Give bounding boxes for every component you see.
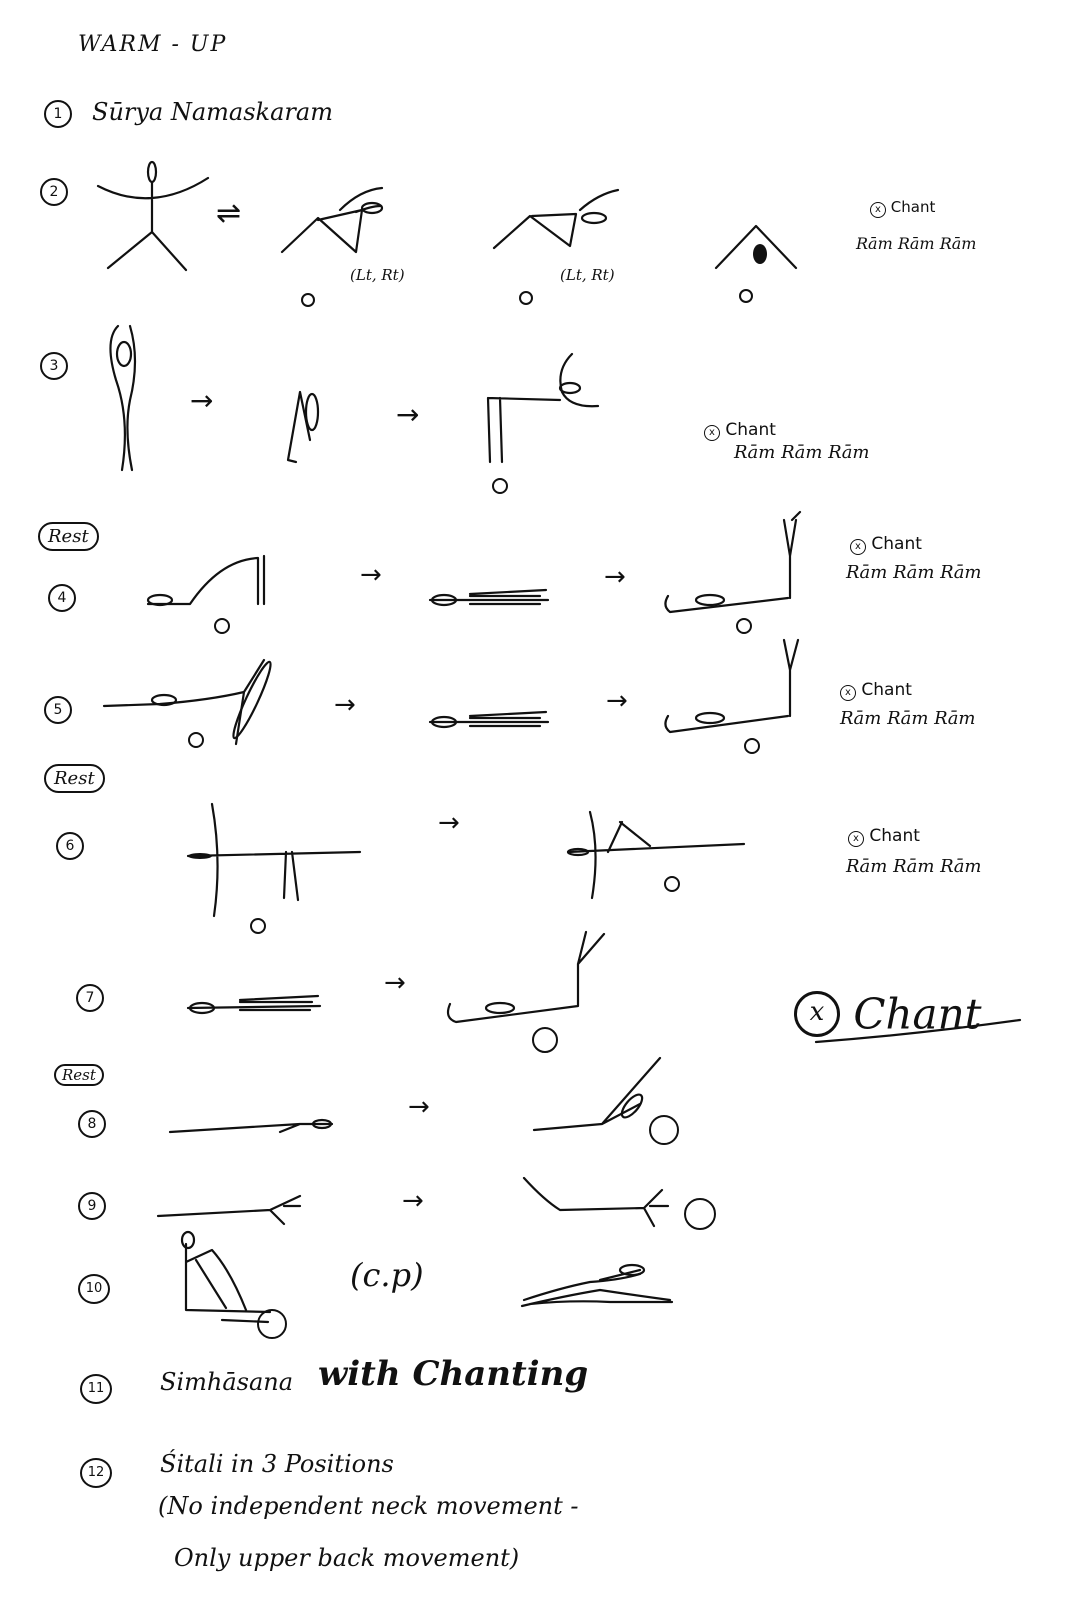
item-number-9: 9 (78, 1192, 106, 1220)
arms-up-figure (109, 324, 137, 472)
rest-label-1: Rest (38, 522, 99, 551)
chant-label: Chant (871, 534, 922, 554)
item-number-5: 5 (44, 696, 72, 724)
leg-raise-figure-2 (664, 638, 800, 734)
small-x-icon: x (704, 425, 720, 441)
lying-figure-2 (428, 710, 550, 729)
arrow-icon: → (384, 968, 406, 998)
arrow-icon: → (396, 398, 420, 431)
arrow-icon: → (402, 1186, 424, 1216)
leg-raise-figure-3 (446, 930, 606, 1024)
side-bend-figure-2 (492, 188, 620, 250)
chant-label: Chant (869, 826, 920, 846)
item-number-11: 11 (80, 1374, 112, 1404)
small-x-icon: x (840, 685, 856, 701)
side-bend-figure-1 (280, 186, 384, 254)
item-text-11: Simhāsana (160, 1368, 294, 1396)
twist-figure-1 (186, 802, 362, 918)
cobra-figure (532, 1056, 662, 1132)
item-text-1: Sūrya Namaskaram (92, 98, 333, 126)
small-x-icon: x (850, 539, 866, 555)
ram-chant-3: Rām Rām Rām (734, 442, 870, 463)
half-plough-figure (102, 658, 272, 746)
plough-figure (146, 554, 266, 607)
prone-figure-2 (156, 1194, 302, 1226)
item-number-1: 1 (44, 100, 72, 128)
item-number-3: 3 (40, 352, 68, 380)
prone-figure (168, 1118, 334, 1134)
crouch-figure (286, 390, 320, 464)
lying-figure-3 (186, 994, 322, 1015)
arrow-icon: → (438, 808, 460, 838)
item-number-4: 4 (48, 584, 76, 612)
item-number-10: 10 (78, 1274, 110, 1304)
item-number-7: 7 (76, 984, 104, 1012)
item-number-12: 12 (80, 1458, 112, 1488)
arrow-icon: → (360, 560, 382, 590)
ram-chant-5: Rām Rām Rām (840, 708, 976, 729)
chant-note-2: x Chant (870, 198, 935, 218)
item-number-2: 2 (40, 178, 68, 206)
chant-note-6: x Chant (848, 826, 920, 847)
ram-chant-4: Rām Rām Rām (846, 562, 982, 583)
chant-note-4: x Chant (850, 534, 922, 555)
x-circle-icon: x (794, 991, 840, 1037)
item-note1-12: (No independent neck movement - (158, 1492, 579, 1520)
small-x-icon: x (848, 831, 864, 847)
item-text-12: Śitali in 3 Positions (160, 1450, 394, 1478)
forward-bend-figure (714, 224, 798, 270)
small-x-icon: x (870, 202, 886, 218)
chant-note-5: x Chant (840, 680, 912, 701)
arrow-icon: → (190, 384, 214, 417)
arrow-icon: → (408, 1092, 430, 1122)
reclined-figure (520, 1263, 674, 1308)
item-emphasis-11: with Chanting (318, 1354, 589, 1394)
leg-raise-figure (664, 510, 802, 614)
rest-label-2: Rest (44, 764, 105, 793)
locust-figure (522, 1176, 670, 1228)
side-label-2: (Lt, Rt) (560, 266, 615, 284)
rest-label-3: Rest (54, 1064, 104, 1086)
chant-note-3: x Chant (704, 420, 776, 441)
twist-figure-2 (566, 810, 746, 900)
table-bend-figure (486, 352, 600, 464)
lying-figure (428, 588, 550, 607)
cp-label: (c.p) (350, 1256, 424, 1294)
item-number-8: 8 (78, 1110, 106, 1138)
ram-chant-2: Rām Rām Rām (856, 234, 977, 253)
chant-underline (814, 1018, 1022, 1044)
chant-label: Chant (890, 198, 936, 216)
arrow-icon: → (604, 562, 626, 592)
standing-figure (96, 160, 210, 272)
arrow-icon: → (334, 690, 356, 720)
seated-figure (180, 1230, 272, 1324)
item-note2-12: Only upper back movement) (174, 1544, 520, 1572)
alternate-arrow-icon: ⇌ (216, 196, 242, 231)
arrow-icon: → (606, 686, 628, 716)
page-title: WARM - UP (78, 32, 228, 57)
chant-label: Chant (725, 420, 776, 440)
chant-label: Chant (861, 680, 912, 700)
ram-chant-6: Rām Rām Rām (846, 856, 982, 877)
side-label-1: (Lt, Rt) (350, 266, 405, 284)
item-number-6: 6 (56, 832, 84, 860)
x-chant-label: Chant (853, 989, 982, 1039)
x-chant-legend: x Chant (794, 986, 982, 1039)
